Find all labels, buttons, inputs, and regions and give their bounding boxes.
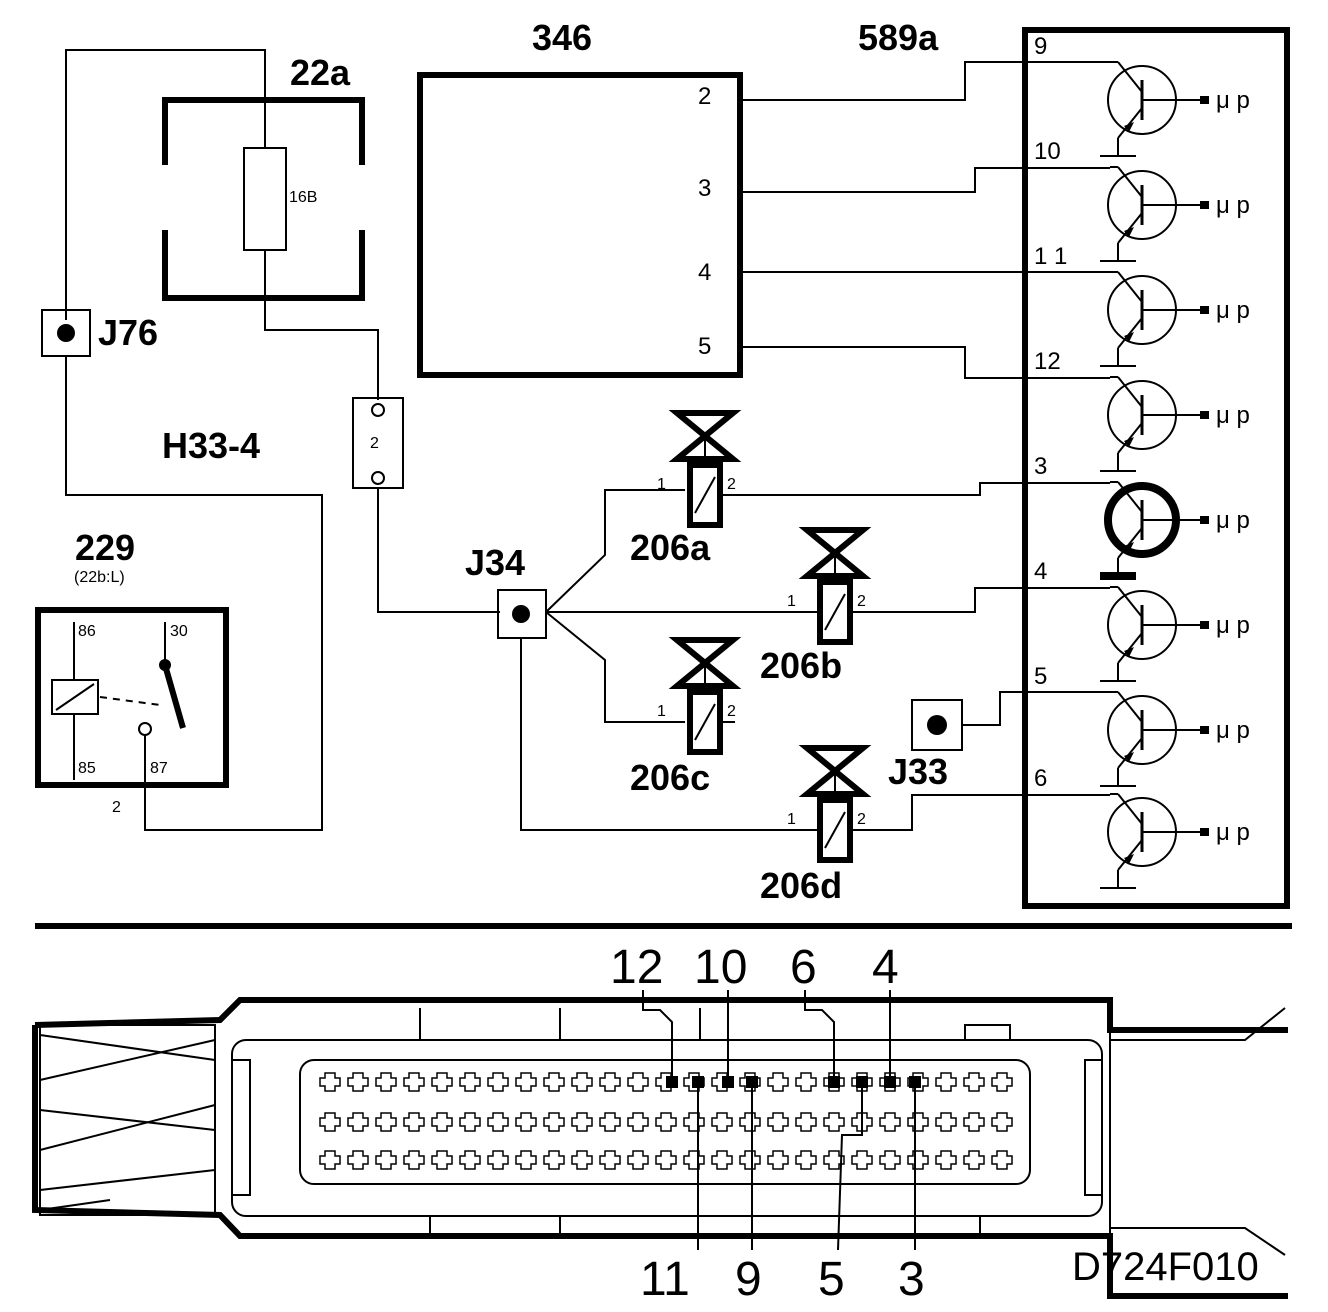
driver-pin-label: 1 1	[1034, 243, 1067, 270]
ecu-box	[417, 72, 743, 378]
valve-pin2: 2	[727, 476, 736, 493]
driver-stage: 1 1 μ p	[1034, 243, 1250, 367]
valve-pin1: 1	[657, 703, 666, 720]
connector-bottom-pin: 3	[898, 1253, 925, 1306]
connector-pin-label: 2	[370, 435, 379, 452]
valve-pin2: 2	[857, 811, 866, 828]
relay-sub-label: (22b:L)	[74, 569, 125, 586]
valve-pin2: 2	[857, 593, 866, 610]
ecu-connector-drawing: D724F010	[32, 997, 1288, 1299]
driver-pin-label: 6	[1034, 765, 1047, 792]
relay-box	[35, 607, 229, 788]
valve-pin1: 1	[657, 476, 666, 493]
j33-junction: J33	[888, 699, 963, 792]
connector-top-pin: 4	[872, 941, 899, 994]
connector-bottom-pin: 9	[735, 1253, 762, 1306]
j76-label: J76	[98, 312, 158, 353]
relay-output-wire: 2	[112, 799, 121, 816]
valve-206c: 1 2 206c	[630, 637, 742, 798]
relay-229: 229 (22b:L) 86 30 85 87 2	[35, 527, 229, 816]
driver-output-label: μ p	[1216, 612, 1250, 639]
ecu-pin: 4	[698, 259, 711, 286]
driver-stage: 6 μ p	[1034, 765, 1250, 889]
fuse-element	[243, 147, 287, 251]
connector-top-pin: 10	[694, 941, 747, 994]
driver-output-label: μ p	[1216, 87, 1250, 114]
driver-output-label: μ p	[1216, 717, 1250, 744]
ecu-pin: 2	[698, 83, 711, 110]
driver-stage: 3 μ p	[1034, 453, 1250, 580]
driver-module-box	[1022, 27, 1290, 909]
valve-206d: 1 2 206d	[760, 745, 872, 906]
j34-label: J34	[465, 542, 525, 583]
ecu-pin: 5	[698, 333, 711, 360]
j76-box	[41, 309, 91, 357]
relay-pin: 30	[170, 623, 188, 640]
connector-bottom-pin: 11	[640, 1253, 690, 1306]
connector-callouts: 12 10 6 4 11 9 5 3	[610, 941, 925, 1306]
valve-pin1: 1	[787, 593, 796, 610]
ecu-label: 346	[532, 17, 592, 58]
valve-label: 206c	[630, 757, 710, 798]
valve-206a: 1 2 206a	[630, 410, 742, 568]
connector-top-pin: 12	[610, 941, 663, 994]
relay-pin: 85	[78, 760, 96, 777]
driver-pin-label: 10	[1034, 138, 1061, 165]
driver-output-label: μ p	[1216, 819, 1250, 846]
relay-pin: 87	[150, 760, 168, 777]
driver-pin-label: 9	[1034, 33, 1047, 60]
driver-pin-label: 12	[1034, 348, 1061, 375]
relay-label: 229	[75, 527, 135, 568]
driver-stage: 4 μ p	[1034, 558, 1250, 682]
ecu-pin: 3	[698, 175, 711, 202]
driver-pin-label: 4	[1034, 558, 1047, 585]
harness-label: H33-4	[162, 425, 260, 466]
connector-2: 2	[352, 397, 500, 613]
driver-stage: 10 μ p	[1034, 138, 1250, 262]
valve-pin1: 1	[787, 811, 796, 828]
j34-junction: J34	[465, 489, 820, 831]
driver-module-label: 589a	[858, 17, 939, 58]
valve-pin2: 2	[727, 703, 736, 720]
driver-stage: 9 μ p	[1034, 33, 1250, 157]
valve-label: 206a	[630, 527, 711, 568]
connector-bottom-pin: 5	[818, 1253, 845, 1306]
valve-label: 206b	[760, 645, 842, 686]
fuse-value: 16B	[289, 189, 317, 206]
driver-stage: 5 μ p	[1034, 663, 1250, 787]
valves: 1 2 206a 1 2 206b 1 2 206c 1 2 206d	[630, 410, 872, 906]
fuse-box: 22a 16B	[162, 50, 365, 330]
valve-206b: 1 2 206b	[760, 527, 872, 686]
diagram-id: D724F010	[1072, 1245, 1259, 1289]
j33-label: J33	[888, 751, 948, 792]
driver-output-label: μ p	[1216, 507, 1250, 534]
relay-pin: 86	[78, 623, 96, 640]
driver-output-label: μ p	[1216, 297, 1250, 324]
valve-label: 206d	[760, 865, 842, 906]
driver-stage: 12 μ p	[1034, 348, 1250, 472]
ecu-346: 346 2 3 4 5	[417, 17, 1110, 379]
driver-output-label: μ p	[1216, 192, 1250, 219]
connector-top-pin: 6	[790, 941, 817, 994]
fuse-box-label: 22a	[290, 52, 351, 93]
driver-pin-label: 5	[1034, 663, 1047, 690]
driver-output-label: μ p	[1216, 402, 1250, 429]
j76-dot	[57, 324, 75, 342]
driver-pin-label: 3	[1034, 453, 1047, 480]
